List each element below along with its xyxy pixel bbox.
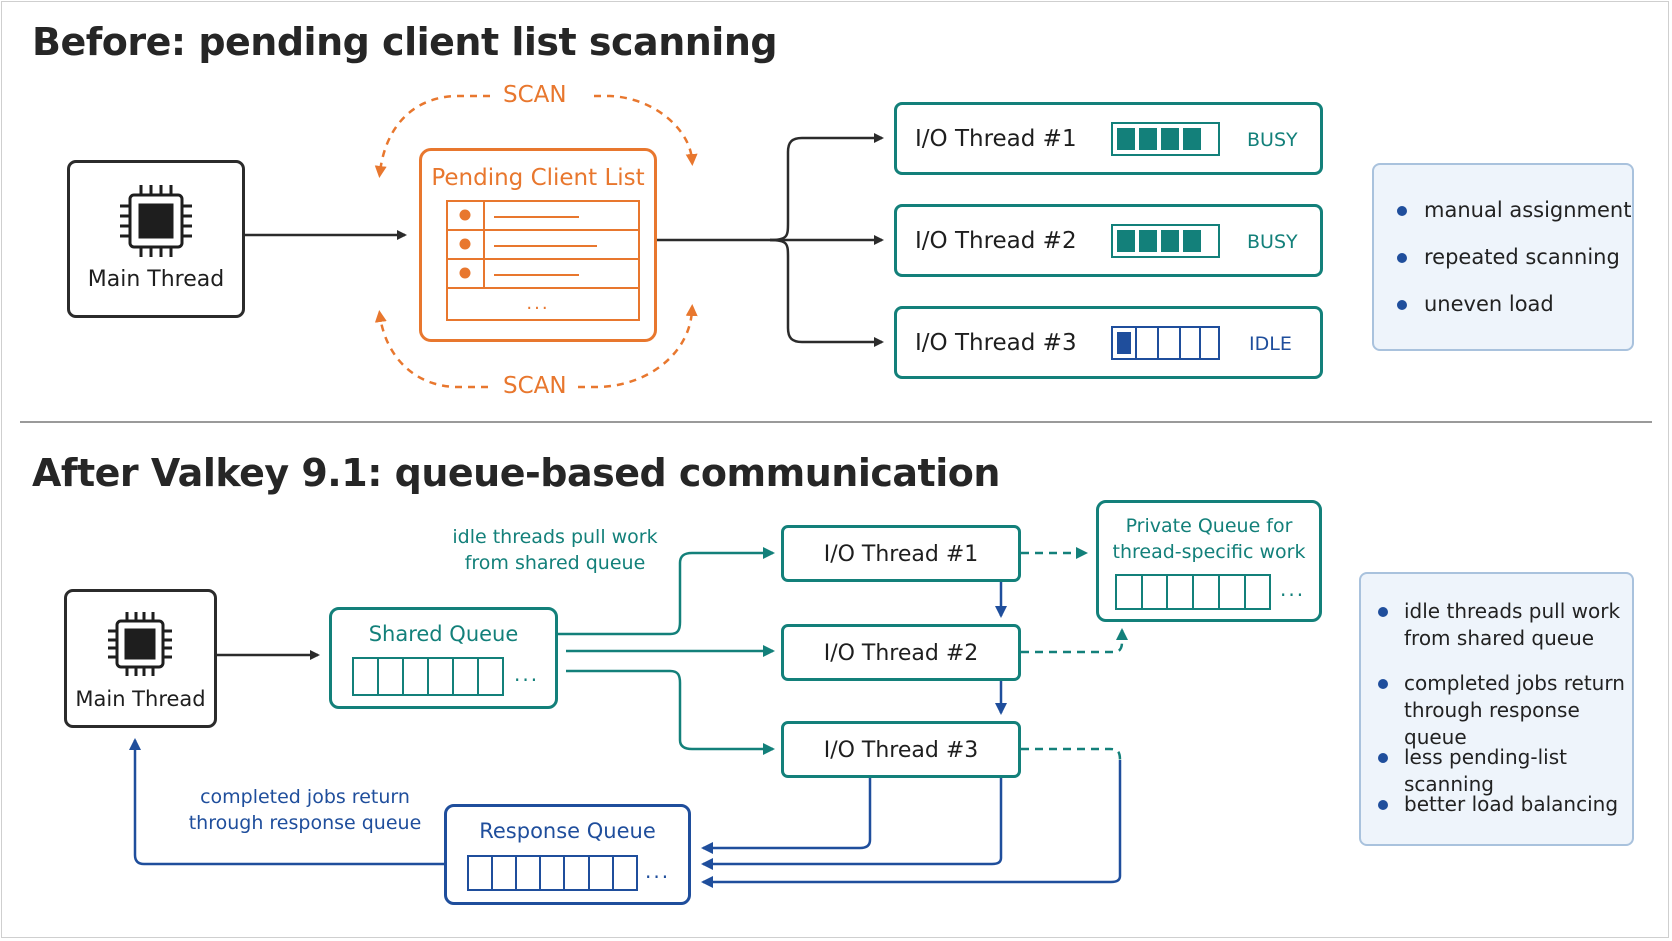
before-io-thread-2-label: I/O Thread #2 <box>915 228 1077 254</box>
pending-client-list-ellipsis: ... <box>526 293 550 314</box>
pull-work-note: idle threads pull work from shared queue <box>452 526 658 574</box>
before-io-thread-3: I/O Thread #3 IDLE <box>894 306 1323 379</box>
before-legend: manual assignment repeated scanning unev… <box>1372 163 1634 351</box>
after-main-thread-label: Main Thread <box>75 687 206 711</box>
pending-client-list-table <box>446 200 640 321</box>
before-io-thread-1-load-bar <box>1111 122 1220 156</box>
private-queue-ellipsis: ... <box>1280 577 1306 601</box>
shared-queue-ellipsis: ... <box>514 662 540 686</box>
private-queue-slots <box>1115 574 1271 610</box>
before-io-thread-3-load-bar <box>1111 326 1220 360</box>
after-io-thread-2-label: I/O Thread #2 <box>823 641 979 666</box>
pending-client-list-box: Pending Client List ... <box>419 148 657 342</box>
shared-queue-slots <box>352 657 504 696</box>
after-legend-item: less pending-list scanning <box>1378 744 1632 798</box>
shared-queue-title: Shared Queue <box>368 622 519 646</box>
response-queue-title: Response Queue <box>479 819 656 843</box>
shared-queue-box: Shared Queue ... <box>329 607 558 709</box>
before-io-thread-2-load-bar <box>1111 224 1220 258</box>
before-main-thread-label: Main Thread <box>87 267 225 292</box>
before-io-thread-2: I/O Thread #2 BUSY <box>894 204 1323 277</box>
before-section-title: Before: pending client list scanning <box>32 20 778 64</box>
return-jobs-note: completed jobs return through response q… <box>188 786 422 834</box>
response-queue-slots <box>467 855 638 891</box>
before-legend-item: uneven load <box>1397 291 1554 318</box>
after-io-thread-1: I/O Thread #1 <box>781 525 1021 582</box>
before-io-thread-3-status: IDLE <box>1249 333 1292 355</box>
before-io-thread-3-label: I/O Thread #3 <box>915 330 1077 356</box>
after-legend-item: better load balancing <box>1378 791 1618 818</box>
before-io-thread-2-status: BUSY <box>1247 231 1298 253</box>
scan-label-bottom: SCAN <box>503 373 567 399</box>
scan-label-top: SCAN <box>503 82 567 108</box>
cpu-chip-icon <box>120 185 192 257</box>
after-io-thread-3: I/O Thread #3 <box>781 721 1021 778</box>
private-queue-title: Private Queue for thread-specific work <box>1112 515 1306 563</box>
before-io-thread-1: I/O Thread #1 BUSY <box>894 102 1323 175</box>
before-main-thread-box: Main Thread <box>67 160 245 318</box>
response-queue-ellipsis: ... <box>645 859 671 883</box>
after-main-thread-box: Main Thread <box>64 589 217 728</box>
before-legend-item: manual assignment <box>1397 197 1631 224</box>
before-io-thread-1-status: BUSY <box>1247 129 1298 151</box>
before-legend-item: repeated scanning <box>1397 244 1620 271</box>
private-queue-box: Private Queue for thread-specific work .… <box>1096 500 1322 622</box>
after-io-thread-2: I/O Thread #2 <box>781 624 1021 681</box>
response-queue-box: Response Queue ... <box>444 804 691 905</box>
cpu-chip-icon <box>108 612 172 676</box>
after-section-title: After Valkey 9.1: queue-based communicat… <box>32 451 1000 495</box>
before-io-thread-1-label: I/O Thread #1 <box>915 126 1077 152</box>
after-io-thread-1-label: I/O Thread #1 <box>823 542 979 567</box>
section-divider <box>20 421 1652 423</box>
after-io-thread-3-label: I/O Thread #3 <box>823 738 979 763</box>
